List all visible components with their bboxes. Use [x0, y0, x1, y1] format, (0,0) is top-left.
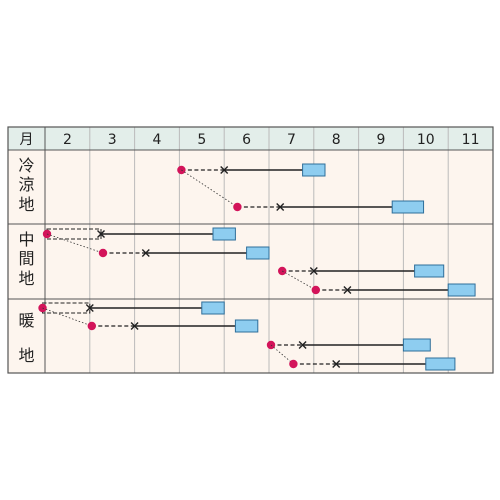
region-label: 暖 [18, 311, 34, 330]
month-tick-label: 4 [153, 132, 162, 148]
header-row-bg [8, 127, 493, 150]
month-tick-label: 9 [377, 132, 386, 148]
harvest-period-bar [402, 338, 431, 352]
harvest-period-bar [234, 319, 259, 333]
planting-mark [220, 166, 229, 174]
chart-body-bg [8, 150, 493, 373]
region-label: 冷 [18, 156, 34, 175]
planting-mark [130, 322, 139, 330]
chart-border [7, 126, 494, 374]
planting-mark [141, 249, 150, 257]
harvest-period-bar [391, 200, 425, 214]
planting-mark [309, 267, 318, 275]
harvest-period-bar [246, 246, 270, 260]
harvest-period-bar [201, 301, 225, 315]
region-label: 中 [18, 230, 34, 249]
region-label: 地 [18, 195, 34, 214]
sowing-point [233, 202, 242, 212]
sowing-link-line [270, 344, 294, 365]
harvest-period-bar [425, 357, 456, 371]
planting-mark [343, 286, 352, 294]
planting-mark [97, 230, 105, 238]
sowing-point [98, 248, 108, 258]
region-label: 涼 [18, 175, 34, 194]
month-tick-label: 11 [462, 132, 480, 148]
month-tick-label: 2 [63, 132, 72, 148]
month-tick-label: 10 [417, 132, 435, 148]
planting-mark [332, 360, 341, 368]
region-label: 地 [18, 269, 34, 288]
month-tick-label: 3 [108, 132, 117, 148]
sowing-link-line [181, 169, 238, 208]
planting-mark [276, 203, 285, 211]
sowing-point [311, 285, 320, 295]
planting-mark [85, 304, 94, 312]
header-month-label: 月 [20, 132, 34, 148]
region-label: 間 [18, 249, 34, 268]
month-tick-label: 6 [242, 132, 251, 148]
harvest-period-bar [212, 227, 236, 241]
harvest-period-bar [447, 283, 476, 297]
sowing-link-line [282, 270, 316, 291]
sowing-link-line [46, 233, 104, 254]
sowing-point [289, 359, 298, 369]
planting-mark [298, 341, 307, 349]
month-tick-label: 5 [197, 132, 206, 148]
harvest-period-bar [414, 264, 445, 278]
region-label: 地 [18, 346, 34, 365]
sowing-point [87, 321, 97, 331]
harvest-period-bar [302, 163, 326, 177]
month-tick-label: 7 [287, 132, 296, 148]
month-tick-label: 8 [332, 132, 341, 148]
